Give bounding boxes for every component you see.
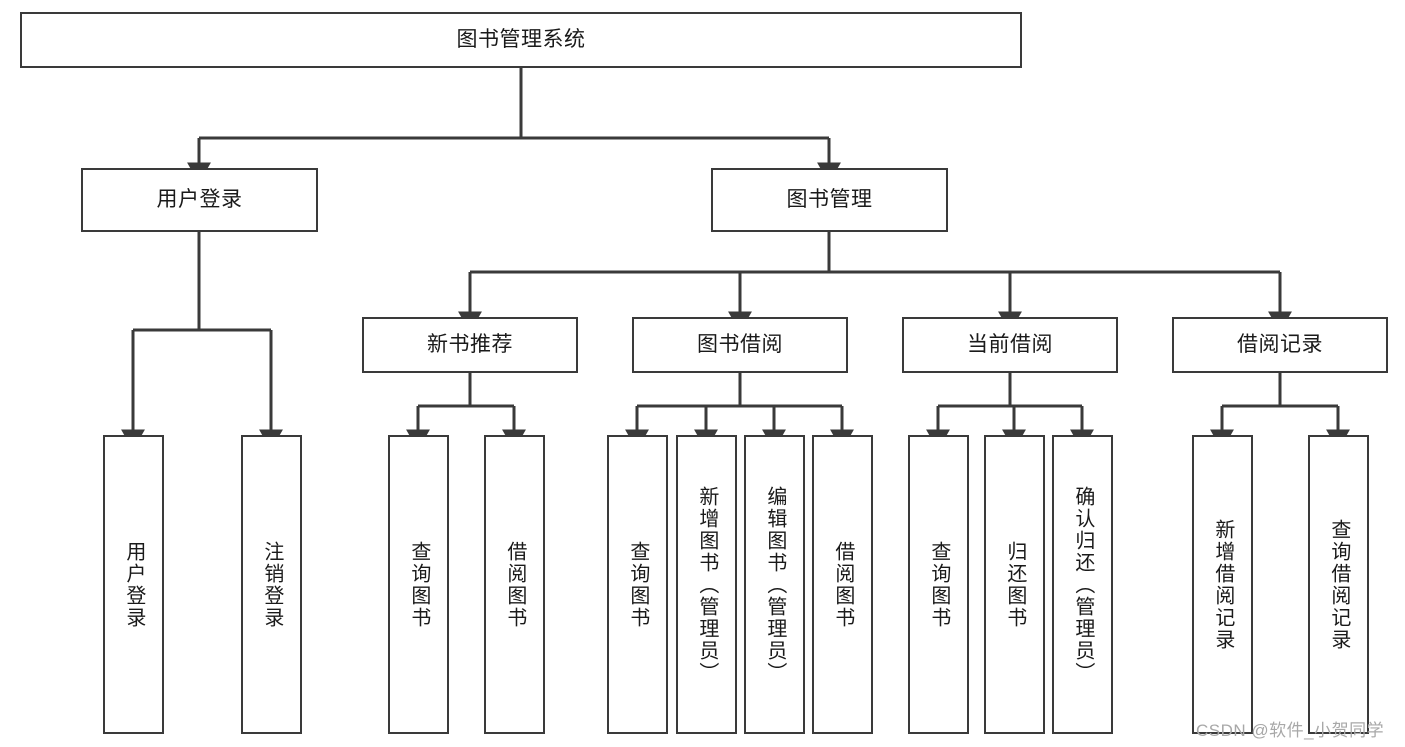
leaf-query-book-2[interactable]: 查询图书 [607,435,668,734]
node-root[interactable]: 图书管理系统 [20,12,1022,68]
leaf-confirm-return-label: 确认归还（管理员） [1071,485,1094,684]
leaf-add-record-label: 新增借阅记录 [1211,518,1234,651]
node-user-login[interactable]: 用户登录 [81,168,318,232]
leaf-add-book[interactable]: 新增图书（管理员） [676,435,737,734]
leaf-query-book-3-label: 查询图书 [927,540,950,629]
node-borrow-record-label: 借阅记录 [1237,333,1323,357]
node-book-manage-label: 图书管理 [786,188,873,212]
node-current-borrow-label: 当前借阅 [967,333,1053,357]
leaf-query-book-2-label: 查询图书 [626,540,649,629]
node-root-label: 图书管理系统 [456,28,586,52]
leaf-return-book-label: 归还图书 [1003,540,1026,629]
leaf-user-logout-label: 注销登录 [260,540,283,629]
leaf-return-book[interactable]: 归还图书 [984,435,1045,734]
leaf-query-book-1[interactable]: 查询图书 [388,435,449,734]
leaf-borrow-book-1-label: 借阅图书 [503,540,526,629]
node-user-login-label: 用户登录 [156,188,243,212]
leaf-borrow-book-2-label: 借阅图书 [831,540,854,629]
leaf-edit-book[interactable]: 编辑图书（管理员） [744,435,805,734]
leaf-user-logout[interactable]: 注销登录 [241,435,302,734]
leaf-query-book-1-label: 查询图书 [407,540,430,629]
leaf-user-login-label: 用户登录 [122,540,145,629]
leaf-query-book-3[interactable]: 查询图书 [908,435,969,734]
node-current-borrow[interactable]: 当前借阅 [902,317,1118,373]
leaf-confirm-return[interactable]: 确认归还（管理员） [1052,435,1113,734]
leaf-borrow-book-2[interactable]: 借阅图书 [812,435,873,734]
leaf-borrow-book-1[interactable]: 借阅图书 [484,435,545,734]
leaf-query-record-label: 查询借阅记录 [1327,518,1350,651]
node-book-manage[interactable]: 图书管理 [711,168,948,232]
leaf-add-book-label: 新增图书（管理员） [695,485,718,684]
node-new-book-rec[interactable]: 新书推荐 [362,317,578,373]
leaf-user-login[interactable]: 用户登录 [103,435,164,734]
node-new-book-rec-label: 新书推荐 [427,333,513,357]
node-borrow-record[interactable]: 借阅记录 [1172,317,1388,373]
leaf-add-record[interactable]: 新增借阅记录 [1192,435,1253,734]
node-book-borrow-label: 图书借阅 [697,333,783,357]
csdn-watermark: CSDN @软件_小贺同学 [1196,721,1385,740]
leaf-query-record[interactable]: 查询借阅记录 [1308,435,1369,734]
leaf-edit-book-label: 编辑图书（管理员） [763,485,786,684]
node-book-borrow[interactable]: 图书借阅 [632,317,848,373]
